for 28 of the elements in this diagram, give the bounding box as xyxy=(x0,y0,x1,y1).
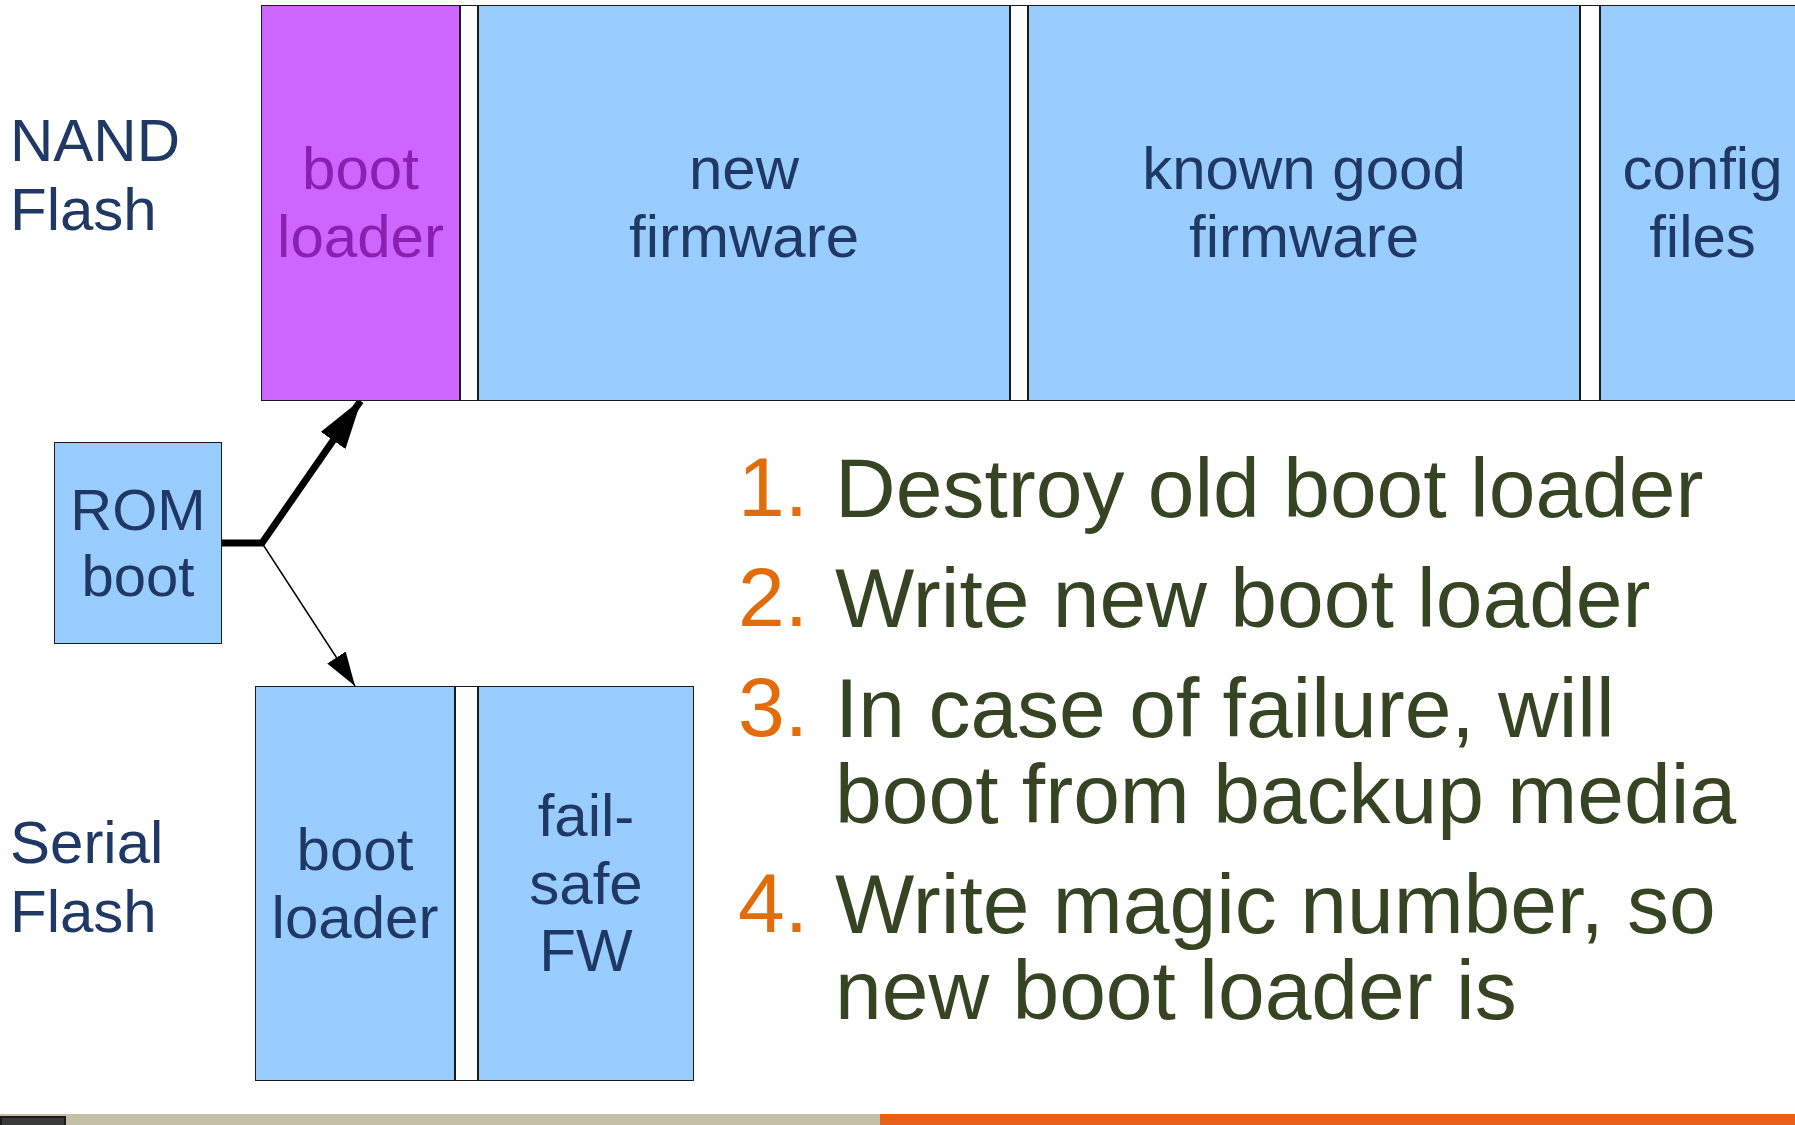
step-text: Write new boot loader xyxy=(835,555,1652,641)
block-label: known good firmware xyxy=(1141,135,1467,271)
step-text: Write magic number, so new boot loader is xyxy=(835,861,1717,1033)
step-number: 1. xyxy=(738,445,810,531)
memory-block xyxy=(478,5,1010,401)
memory-label: Serial Flash xyxy=(10,808,165,946)
separator-bar xyxy=(460,5,478,401)
block-label: fail-safe FW xyxy=(528,781,644,986)
memory-block xyxy=(1600,5,1795,401)
block-label: boot loader xyxy=(270,815,440,952)
memory-block xyxy=(54,442,222,644)
memory-block xyxy=(261,5,460,401)
arrow xyxy=(222,399,364,547)
block-label: config files xyxy=(1621,135,1784,271)
separator-bar xyxy=(1010,5,1028,401)
step-number: 4. xyxy=(738,861,810,952)
separator-bar xyxy=(455,686,478,1081)
block-label: ROM boot xyxy=(69,477,207,609)
memory-block xyxy=(255,686,455,1081)
memory-block xyxy=(478,686,694,1081)
arrow xyxy=(221,542,356,687)
step-number: 3. xyxy=(738,665,810,756)
memory-block xyxy=(1028,5,1580,401)
separator-bar xyxy=(1580,5,1600,401)
memory-label: NAND Flash xyxy=(10,106,181,244)
block-label: new firmware xyxy=(628,135,860,271)
step-number: 2. xyxy=(738,555,810,641)
block-label: boot loader xyxy=(276,135,445,271)
